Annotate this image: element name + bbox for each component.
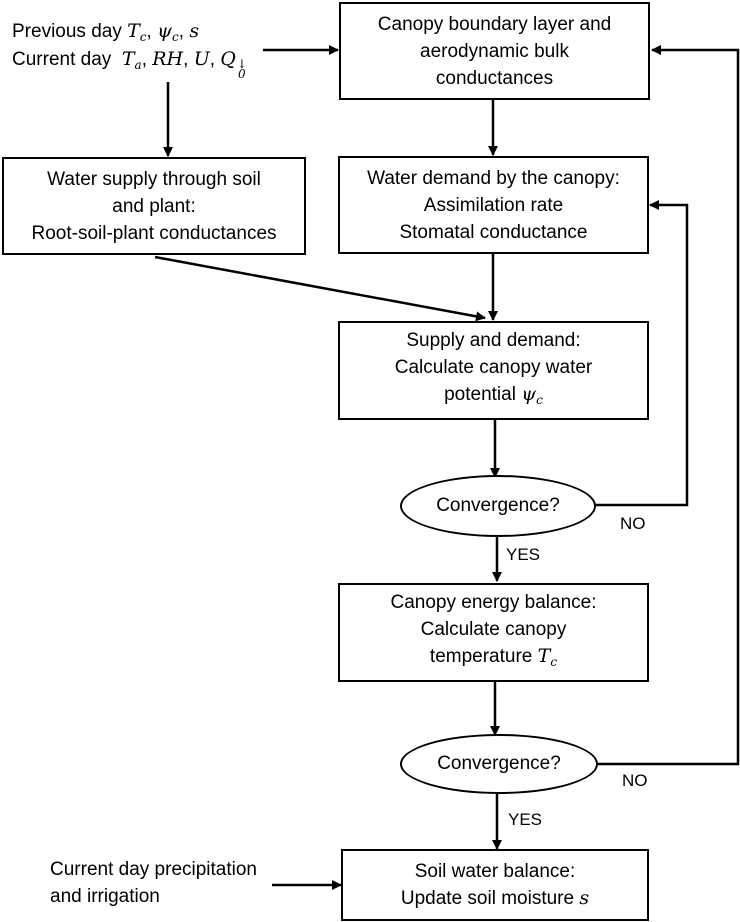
arrow-convergence-2-no-loop xyxy=(598,45,740,766)
current-day-inputs: Current day Ta, RH, U, Q↓0 xyxy=(12,48,247,81)
arrow-convergence-1-no-loop xyxy=(595,200,689,507)
water-demand-box: Water demand by the canopy: Assimilation… xyxy=(338,156,649,254)
var-rh: RH xyxy=(152,48,184,70)
yes-label-1: YES xyxy=(506,545,541,564)
var-psi-c: ψc xyxy=(157,20,179,44)
var-psi-c: ψc xyxy=(521,383,543,407)
yes-label-2: YES xyxy=(508,810,543,829)
no-label-1: NO xyxy=(620,514,646,533)
arrow-supply-to-supply-demand xyxy=(154,255,486,322)
var-s: s xyxy=(579,887,590,909)
no-label-2: NO xyxy=(622,771,648,790)
previous-day-inputs: Previous day Tc, ψc, s xyxy=(12,20,200,44)
water-supply-box: Water supply through soil and plant: Roo… xyxy=(2,157,306,255)
var-u: U xyxy=(193,48,210,70)
convergence-decision-1: Convergence? xyxy=(400,475,596,537)
supply-demand-box: Supply and demand: Calculate canopy wate… xyxy=(338,321,649,420)
precipitation-input: Current day precipitation and irrigation xyxy=(50,859,257,907)
soil-water-box: Soil water balance: Update soil moisture… xyxy=(341,849,649,921)
boundary-layer-box: Canopy boundary layer and aerodynamic bu… xyxy=(339,2,650,100)
var-q0: Q↓0 xyxy=(220,48,247,81)
var-tc: Tc xyxy=(537,645,558,669)
var-ta: Ta xyxy=(121,48,142,72)
var-s: s xyxy=(189,20,200,42)
var-tc: Tc xyxy=(127,20,147,44)
energy-balance-box: Canopy energy balance: Calculate canopy … xyxy=(338,583,649,682)
convergence-decision-2: Convergence? xyxy=(400,734,598,794)
